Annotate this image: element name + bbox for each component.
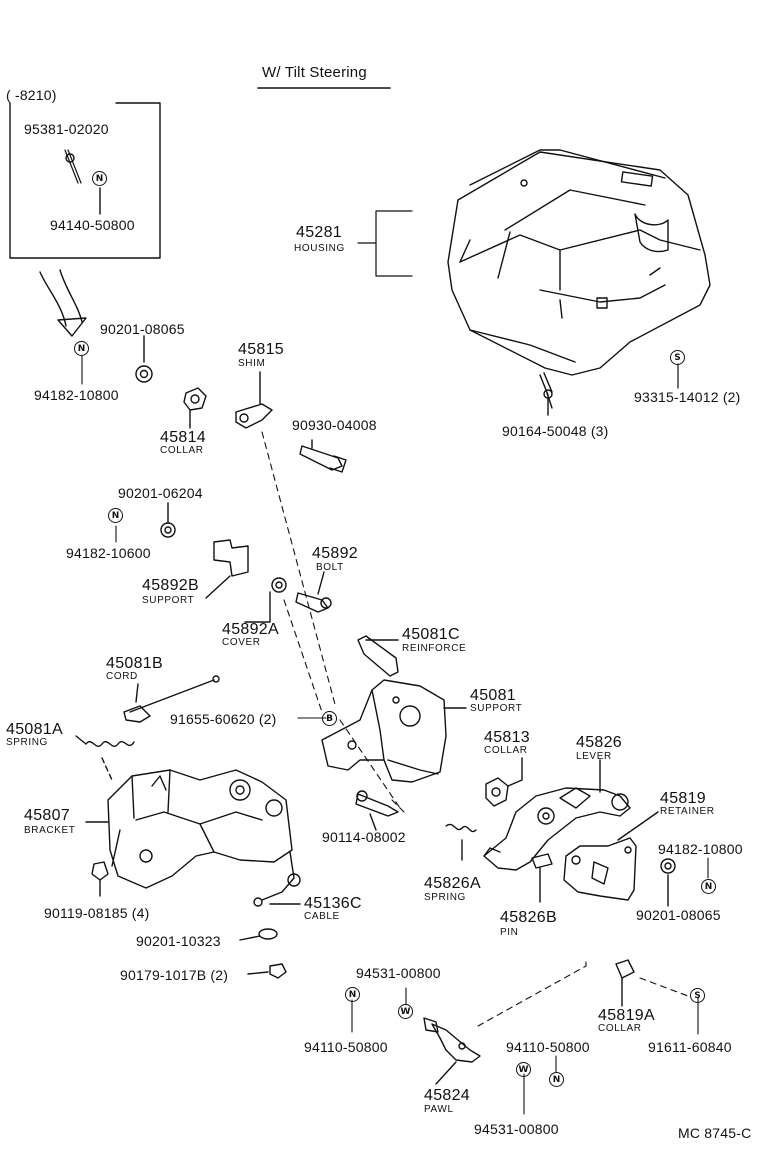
badge-w: W xyxy=(516,1062,531,1077)
part-name-bracket: BRACKET xyxy=(24,825,76,836)
part-number-94531-00800: 94531-00800 xyxy=(474,1121,559,1137)
part-number-45081: 45081 xyxy=(470,687,516,704)
part-number-94182-10600: 94182-10600 xyxy=(66,545,151,561)
pawl-45824-shape xyxy=(423,1017,481,1063)
part-name-collar: COLLAR xyxy=(160,445,204,456)
part-number-94110-50800: 94110-50800 xyxy=(304,1039,388,1055)
part-number-90164-50048: 90164-50048 (3) xyxy=(502,423,609,439)
part-name-housing: HOUSING xyxy=(294,243,345,254)
badge-b: B xyxy=(322,711,337,726)
part-number-45819: 45819 xyxy=(660,790,706,807)
part-number-45826a: 45826A xyxy=(424,875,481,892)
badge-s: S xyxy=(670,350,685,365)
part-number-45826b: 45826B xyxy=(500,909,557,926)
badge-s: S xyxy=(690,988,705,1003)
part-number-45807: 45807 xyxy=(24,807,70,824)
part-name-spring: SPRING xyxy=(424,892,466,903)
part-number-90930-04008: 90930-04008 xyxy=(292,417,377,433)
part-number-90201-08065: 90201-08065 xyxy=(636,907,721,923)
part-name-pawl: PAWL xyxy=(424,1104,454,1115)
part-name-reinforce: REINFORCE xyxy=(402,643,467,654)
part-number-45081a: 45081A xyxy=(6,721,63,738)
badge-n: N xyxy=(92,171,107,186)
part-number-90119-08185: 90119-08185 (4) xyxy=(44,905,150,921)
housing-shape xyxy=(447,149,711,376)
part-number-45815: 45815 xyxy=(238,341,284,358)
part-name-spring: SPRING xyxy=(6,737,48,748)
part-name-shim: SHIM xyxy=(238,358,266,369)
part-number-45281: 45281 xyxy=(296,224,342,241)
part-number-45819a: 45819A xyxy=(598,1007,655,1024)
part-name-cord: CORD xyxy=(106,671,138,682)
part-number-90201-08065: 90201-08065 xyxy=(100,321,185,337)
part-number-93315-14012: 93315-14012 (2) xyxy=(634,389,741,405)
badge-n: N xyxy=(549,1072,564,1087)
part-number-90114-08002: 90114-08002 xyxy=(322,829,406,845)
part-number-94182-10800: 94182-10800 xyxy=(658,841,743,857)
part-name-lever: LEVER xyxy=(576,751,612,762)
part-name-retainer: RETAINER xyxy=(660,806,715,817)
badge-n: N xyxy=(108,508,123,523)
part-number-94531-00800: 94531-00800 xyxy=(356,965,441,981)
part-number-45892b: 45892B xyxy=(142,577,199,594)
part-number-95381-02020: 95381-02020 xyxy=(24,121,109,137)
badge-w: W xyxy=(398,1004,413,1019)
inset-box xyxy=(9,102,161,259)
part-number-45892a: 45892A xyxy=(222,621,279,638)
bracket-45807-shape xyxy=(107,769,293,889)
lever-45826-shape xyxy=(483,787,631,871)
part-number-45826: 45826 xyxy=(576,734,622,751)
part-number-94140-50800: 94140-50800 xyxy=(50,217,135,233)
part-number-90201-10323: 90201-10323 xyxy=(136,933,221,949)
part-number-45136c: 45136C xyxy=(304,895,362,912)
part-name-collar: COLLAR xyxy=(598,1023,642,1034)
footer-code: MC 8745-C xyxy=(678,1125,752,1141)
part-number-94110-50800: 94110-50800 xyxy=(506,1039,590,1055)
part-name-cable: CABLE xyxy=(304,911,340,922)
part-number-45081c: 45081C xyxy=(402,626,460,643)
part-number-45813: 45813 xyxy=(484,729,530,746)
part-name-cover: COVER xyxy=(222,637,261,648)
part-number-91611-60840: 91611-60840 xyxy=(648,1039,732,1055)
badge-n: N xyxy=(701,879,716,894)
part-number-91655-60620: 91655-60620 (2) xyxy=(170,711,277,727)
inset-header: ( -8210) xyxy=(6,87,57,103)
part-number-45081b: 45081B xyxy=(106,655,163,672)
badge-n: N xyxy=(345,987,360,1002)
part-name-support: SUPPORT xyxy=(142,595,195,606)
part-number-45824: 45824 xyxy=(424,1087,470,1104)
part-name-collar: COLLAR xyxy=(484,745,528,756)
screw-90164 xyxy=(539,372,553,416)
support-45081-shape xyxy=(321,679,447,783)
part-number-90201-06204: 90201-06204 xyxy=(118,485,203,501)
part-name-pin: PIN xyxy=(500,927,519,938)
retainer-45819-shape xyxy=(563,837,637,901)
badge-n: N xyxy=(74,341,89,356)
part-number-90179-1017b: 90179-1017B (2) xyxy=(120,967,229,983)
part-number-94182-10800: 94182-10800 xyxy=(34,387,119,403)
part-name-bolt: BOLT xyxy=(316,562,344,573)
arrow-outline-icon xyxy=(39,269,87,337)
part-name-support: SUPPORT xyxy=(470,703,523,714)
part-number-45892: 45892 xyxy=(312,545,358,562)
diagram-title: W/ Tilt Steering xyxy=(262,64,367,81)
part-number-45814: 45814 xyxy=(160,429,206,446)
